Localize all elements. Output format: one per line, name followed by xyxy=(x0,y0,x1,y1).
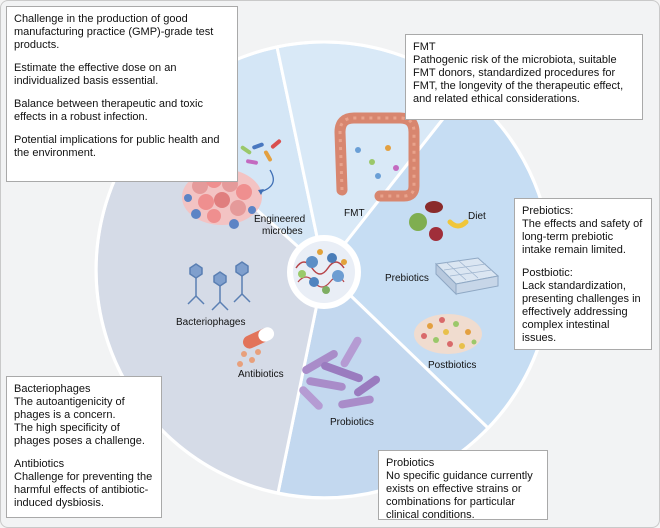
bacteriophages-label: Bacteriophages xyxy=(176,317,246,328)
diet-label: Diet xyxy=(468,211,486,222)
bacteriophages-box-title: Bacteriophages xyxy=(14,383,91,395)
postbiotics-box-title: Postbiotic: xyxy=(522,267,573,279)
probiotics-bacteria-icon xyxy=(299,336,381,410)
prebiotics-box-title: Prebiotics: xyxy=(522,205,574,217)
bacteriophage-icon xyxy=(187,261,251,311)
antibiotics-pill-icon xyxy=(237,327,275,367)
postbiotics-icon xyxy=(414,314,482,354)
fmt-box: FMT Pathogenic risk of the microbiota, s… xyxy=(405,34,643,120)
diet-foods-icon xyxy=(409,201,469,241)
engineered-label-line2: microbes xyxy=(262,226,303,237)
prebiotics-label: Prebiotics xyxy=(385,273,429,284)
engineered-point-4: Potential implications for public health… xyxy=(14,134,220,159)
prebiotics-icon xyxy=(434,257,500,296)
engineered-point-1: Challenge in the production of good manu… xyxy=(14,13,214,51)
antibiotics-box-title: Antibiotics xyxy=(14,458,65,470)
bacteriophages-box-text1: The autoantigenicity of phages is a conc… xyxy=(14,396,125,421)
probiotics-box-text: No specific guidance currently exists on… xyxy=(386,470,533,521)
probiotics-box: Probiotics No specific guidance currentl… xyxy=(378,450,548,521)
colon-icon xyxy=(334,112,420,202)
engineered-point-3: Balance between therapeutic and toxic ef… xyxy=(14,98,203,123)
central-microbiota-hub xyxy=(287,235,361,309)
prebiotics-box-text: The effects and safety of long-term preb… xyxy=(522,218,643,256)
engineered-microbes-box: Challenge in the production of good manu… xyxy=(6,6,238,182)
probiotics-box-title: Probiotics xyxy=(386,457,435,469)
antibiotics-box-text: Challenge for preventing the harmful eff… xyxy=(14,471,153,509)
engineered-label-line1: Engineered xyxy=(254,214,305,225)
postbiotics-box-text: Lack standardization, presenting challen… xyxy=(522,280,641,344)
antibiotics-label: Antibiotics xyxy=(238,369,284,380)
engineered-point-2: Estimate the effective dose on an indivi… xyxy=(14,62,177,87)
bacteriophages-antibiotics-box: Bacteriophages The autoantigenicity of p… xyxy=(6,376,162,518)
fmt-label: FMT xyxy=(344,208,365,219)
wheel-segments xyxy=(94,40,554,500)
fmt-box-text: Pathogenic risk of the microbiota, suita… xyxy=(413,54,624,105)
prebiotics-postbiotics-box: Prebiotics: The effects and safety of lo… xyxy=(514,198,652,350)
fmt-box-title: FMT xyxy=(413,41,436,53)
bacteriophages-box-text2: The high specificity of phages poses a c… xyxy=(14,422,145,447)
probiotics-label: Probiotics xyxy=(330,417,374,428)
engineered-microbes-illustration xyxy=(182,139,282,229)
postbiotics-label: Postbiotics xyxy=(428,360,476,371)
